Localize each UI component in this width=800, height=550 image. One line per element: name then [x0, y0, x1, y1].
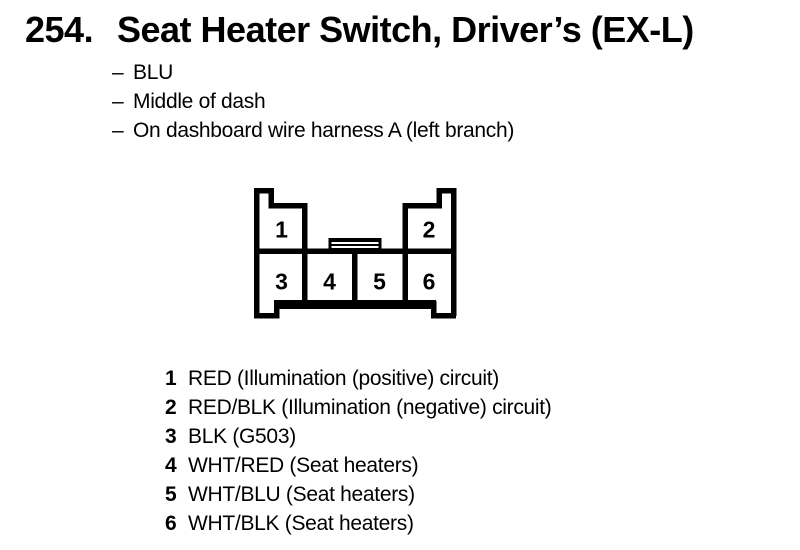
section-heading: 254. Seat Heater Switch, Driver’s (EX-L) [25, 12, 694, 48]
pin-row-description: WHT/BLU (Seat heaters) [188, 483, 415, 506]
pin-row-number: 6 [165, 512, 177, 535]
pin-row: 5 WHT/BLU (Seat heaters) [165, 480, 552, 509]
connector-outline-left [253, 187, 308, 316]
note-text: Middle of dash [133, 90, 266, 113]
note-text: BLU [133, 61, 173, 84]
pin-row-number: 1 [165, 367, 177, 390]
pin-legend-table: 1 RED (Illumination (positive) circuit) 2… [165, 364, 552, 538]
pin-row: 2 RED/BLK (Illumination (negative) circui… [165, 393, 552, 422]
note-item: –Middle of dash [112, 87, 514, 116]
pin-row: 6 WHT/BLK (Seat heaters) [165, 509, 552, 538]
pin-number-label: 2 [423, 217, 436, 243]
note-dash-marker: – [112, 90, 124, 113]
note-dash-marker: – [112, 119, 124, 142]
note-text: On dashboard wire harness A (left branch… [133, 119, 515, 142]
pin-number-label: 3 [275, 269, 288, 295]
pin-row: 4 WHT/RED (Seat heaters) [165, 451, 552, 480]
pin-row-number: 2 [165, 396, 177, 419]
pin-row-description: RED (Illumination (positive) circuit) [188, 367, 499, 390]
pin-row-number: 3 [165, 425, 177, 448]
note-dash-marker: – [112, 61, 124, 84]
pin-number-label: 4 [323, 269, 336, 295]
pin-row-number: 4 [165, 454, 177, 477]
connector-notes: –BLU –Middle of dash –On dashboard wire … [112, 58, 514, 145]
pin-number-label: 5 [373, 269, 386, 295]
note-item: –BLU [112, 58, 514, 87]
pin-row: 1 RED (Illumination (positive) circuit) [165, 364, 552, 393]
lock-tab-icon [328, 238, 382, 252]
connector-diagram: 1 2 3 4 5 6 [252, 185, 458, 335]
note-item: –On dashboard wire harness A (left branc… [112, 116, 514, 145]
pin-number-label: 1 [275, 217, 288, 243]
pin-row-description: WHT/RED (Seat heaters) [188, 454, 419, 477]
pin-row-description: RED/BLK (Illumination (negative) circuit… [188, 396, 552, 419]
pin-row-description: BLK (G503) [188, 425, 296, 448]
section-number: 254. [25, 9, 94, 50]
pin-row: 3 BLK (G503) [165, 422, 552, 451]
connector-outline-right [402, 187, 457, 316]
connector-svg: 1 2 3 4 5 6 [253, 187, 457, 319]
pin-number-label: 6 [423, 269, 436, 295]
pin-row-number: 5 [165, 483, 177, 506]
pin-row-description: WHT/BLK (Seat heaters) [188, 512, 414, 535]
page-title: Seat Heater Switch, Driver’s (EX-L) [117, 9, 694, 50]
